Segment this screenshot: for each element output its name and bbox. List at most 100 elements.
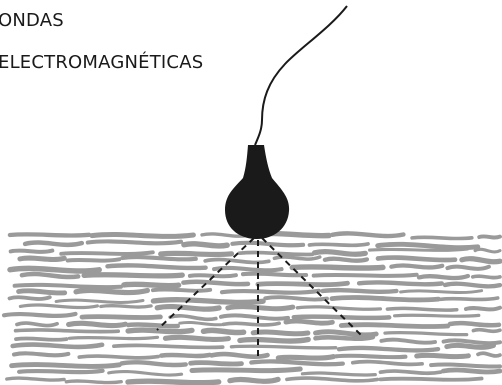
water-wave-stroke	[447, 267, 489, 269]
water-wave-stroke	[17, 323, 57, 325]
water-wave-stroke	[82, 317, 160, 318]
water-wave-stroke	[316, 332, 377, 335]
water-wave-stroke	[447, 345, 494, 347]
water-wave-stroke	[19, 371, 103, 372]
water-wave-stroke	[68, 259, 120, 260]
water-wave-stroke	[114, 345, 223, 347]
water-wave-stroke	[316, 337, 373, 339]
water-wave-stroke	[478, 353, 500, 356]
water-wave-stroke	[310, 244, 369, 245]
water-wave-stroke	[13, 345, 102, 347]
water-wave-stroke	[128, 324, 177, 326]
water-wave-stroke	[381, 340, 435, 343]
water-wave-stroke	[11, 251, 53, 252]
water-wave-stroke	[69, 323, 126, 325]
water-wave-stroke	[128, 381, 219, 383]
water-wave-stroke	[183, 282, 248, 284]
water-wave-stroke	[462, 259, 500, 262]
water-wave-stroke	[76, 290, 147, 292]
water-wave-stroke	[444, 340, 500, 343]
water-wave-stroke	[165, 337, 228, 339]
water-wave-stroke	[14, 353, 68, 355]
water-wave-stroke	[161, 253, 232, 254]
water-wave-stroke	[385, 333, 467, 335]
water-wave-stroke	[88, 241, 181, 243]
water-wave-stroke	[258, 283, 348, 284]
water-wave-stroke	[212, 354, 268, 357]
water-wave-stroke	[170, 316, 216, 320]
water-wave-stroke	[302, 373, 375, 375]
water-wave-stroke	[79, 356, 158, 358]
water-wave-stroke	[287, 378, 378, 381]
water-wave-stroke	[473, 330, 500, 332]
water-wave-stroke	[391, 265, 442, 267]
water-wave-stroke	[479, 236, 500, 237]
water-wave-stroke	[239, 253, 312, 255]
water-wave-stroke	[10, 234, 89, 235]
water-wave-stroke	[221, 315, 288, 318]
water-wave-stroke	[232, 243, 303, 246]
water-wave-stroke	[286, 321, 333, 323]
water-wave-stroke	[157, 307, 219, 310]
water-wave-stroke	[417, 355, 469, 356]
water-wave-stroke	[473, 276, 500, 278]
water-wave-stroke	[223, 323, 279, 325]
water-wave-stroke	[56, 300, 143, 302]
water-wave-stroke	[412, 237, 472, 238]
water-wave-stroke	[16, 330, 119, 332]
water-wave-stroke	[214, 268, 281, 270]
water-wave-stroke	[84, 275, 182, 276]
water-wave-stroke	[124, 284, 179, 286]
water-wave-stroke	[205, 260, 269, 263]
water-wave-stroke	[10, 297, 50, 299]
water-wave-stroke	[466, 308, 500, 310]
water-wave-stroke	[378, 244, 478, 247]
water-wave-stroke	[192, 369, 300, 371]
water-wave-stroke	[475, 249, 500, 252]
water-wave-stroke	[109, 372, 182, 375]
water-wave-stroke	[243, 274, 306, 276]
water-wave-stroke	[265, 297, 327, 299]
water-wave-stroke	[381, 371, 441, 373]
water-wave-stroke	[108, 265, 206, 268]
water-wave-stroke	[431, 364, 500, 366]
water-wave-stroke	[12, 365, 120, 367]
water-wave-stroke	[69, 337, 157, 338]
water-wave-stroke	[339, 348, 438, 350]
water-wave-stroke	[231, 346, 335, 348]
water-wave-stroke	[122, 257, 196, 259]
water-wave-stroke	[22, 274, 78, 277]
water-wave-stroke	[341, 325, 448, 327]
water-wave-stroke	[16, 338, 66, 339]
water-wave-stroke	[61, 252, 153, 254]
water-wave-stroke	[66, 381, 121, 383]
water-wave-stroke	[419, 276, 468, 278]
water-wave-stroke	[336, 356, 405, 358]
water-wave-stroke	[251, 361, 342, 364]
water-wave-stroke	[180, 322, 221, 324]
water-wave-stroke	[153, 300, 263, 303]
water-wave-stroke	[20, 258, 64, 259]
water-wave-stroke	[20, 305, 97, 308]
water-wave-stroke	[101, 306, 151, 307]
water-wave-stroke	[191, 363, 242, 365]
water-wave-stroke	[443, 370, 500, 372]
water-wave-stroke	[332, 298, 439, 300]
water-wave-stroke	[278, 357, 333, 358]
water-wave-stroke	[222, 291, 319, 293]
water-wave-stroke	[325, 259, 367, 261]
bulb-probe-icon	[225, 145, 289, 239]
water-wave-stroke	[370, 249, 468, 250]
water-wave-stroke	[297, 307, 380, 310]
water-wave-stroke	[315, 252, 366, 255]
water-waves-icon	[4, 233, 500, 382]
water-wave-stroke	[128, 330, 192, 332]
water-wave-stroke	[332, 233, 403, 236]
water-wave-stroke	[314, 275, 417, 276]
water-wave-stroke	[92, 235, 193, 237]
water-wave-stroke	[15, 285, 121, 287]
water-wave-stroke	[7, 378, 64, 380]
water-wave-stroke	[161, 355, 209, 356]
water-wave-stroke	[381, 379, 482, 380]
